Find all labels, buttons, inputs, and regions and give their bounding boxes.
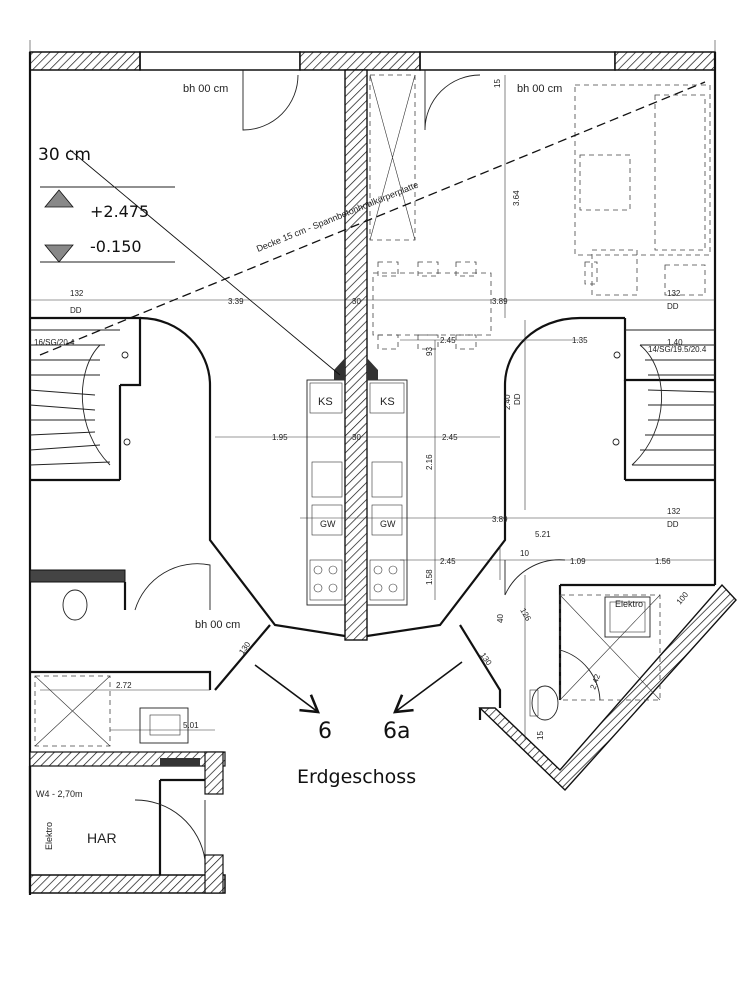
dim-242: 2.42 bbox=[588, 672, 602, 690]
interior-walls bbox=[28, 316, 715, 893]
kitchen-right bbox=[366, 358, 408, 606]
dishwasher-left: GW bbox=[320, 519, 336, 529]
dim-195: 1.95 bbox=[272, 433, 288, 442]
parapet-right: bh 00 cm bbox=[517, 83, 562, 95]
dim-93: 93 bbox=[425, 347, 434, 356]
dim-245-mid: 2.45 bbox=[442, 433, 458, 442]
dim-339: 3.39 bbox=[228, 297, 244, 306]
dim-389-mid: 3.89 bbox=[492, 515, 508, 524]
dim-dd-vert: DD bbox=[513, 393, 522, 405]
dim-521: 5.21 bbox=[535, 530, 551, 539]
dim-109: 1.09 bbox=[570, 557, 586, 566]
kitchen-left bbox=[306, 358, 346, 606]
dishwasher-right: GW bbox=[380, 519, 396, 529]
stair-left bbox=[29, 329, 131, 466]
level-marker: 30 cm +2.475 -0.150 bbox=[38, 145, 175, 263]
dim-132-mid: 132 bbox=[667, 507, 681, 516]
room-elektro-right: Elektro bbox=[615, 599, 643, 609]
dim-15b: 15 bbox=[536, 731, 545, 740]
stair-right-spec: 14/SG/19.5/20.4 bbox=[648, 345, 707, 354]
unit-6a-label: 6a bbox=[383, 719, 410, 744]
leader-line bbox=[69, 149, 341, 376]
dim-245-top: 2.45 bbox=[440, 336, 456, 345]
fridge-left: KS bbox=[318, 396, 333, 408]
room-har: HAR bbox=[87, 830, 117, 846]
exterior-walls bbox=[28, 51, 737, 895]
parapet-left: bh 00 cm bbox=[183, 83, 228, 95]
parapet-entry: bh 00 cm bbox=[195, 619, 240, 631]
dim-364: 3.64 bbox=[512, 190, 521, 206]
dim-dd-right: DD bbox=[667, 302, 679, 311]
stair-right bbox=[612, 329, 716, 466]
dim-245-low: 2.45 bbox=[440, 557, 456, 566]
level-upper-label: +2.475 bbox=[90, 202, 149, 221]
dim-30-top: 30 bbox=[352, 297, 361, 306]
ceiling-note: Decke 15 cm - Spannbetonhohlkörperplatte bbox=[255, 180, 420, 254]
dim-132-left: 132 bbox=[70, 289, 84, 298]
dim-501: 5.01 bbox=[183, 721, 199, 730]
unit-6a-arrow bbox=[393, 661, 463, 714]
dim-272: 2.72 bbox=[116, 681, 132, 690]
dim-132-right: 132 bbox=[667, 289, 681, 298]
unit-6-arrow bbox=[254, 664, 320, 714]
dim-126: 126 bbox=[518, 607, 533, 624]
dim-100: 100 bbox=[675, 590, 691, 606]
dimension-lines bbox=[29, 40, 716, 740]
dim-135: 1.35 bbox=[572, 336, 588, 345]
dim-10: 10 bbox=[520, 549, 529, 558]
stair-left-spec: 16/SG/20.4 bbox=[34, 338, 75, 347]
ceiling-slab-line bbox=[39, 81, 706, 356]
dimension-labels: 132 DD 3.39 30 3.89 132 DD 2.45 1.35 1.4… bbox=[34, 79, 707, 740]
storage-height: W4 - 2,70m bbox=[36, 789, 83, 799]
dim-140: 1.40 bbox=[667, 338, 683, 347]
level-up-icon bbox=[44, 189, 74, 208]
dim-130-left: 130 bbox=[237, 640, 252, 657]
dim-158: 1.58 bbox=[425, 569, 434, 585]
dim-dd-mid: DD bbox=[667, 520, 679, 529]
unit-6-label: 6 bbox=[318, 719, 332, 744]
fridge-right: KS bbox=[380, 396, 395, 408]
wall-thickness-label: 30 cm bbox=[38, 145, 91, 165]
dim-130-right: 130 bbox=[478, 651, 493, 668]
dim-15: 15 bbox=[493, 79, 502, 88]
furniture bbox=[34, 74, 711, 766]
dim-40: 40 bbox=[496, 614, 505, 623]
level-down-icon bbox=[44, 244, 74, 263]
level-lower-label: -0.150 bbox=[90, 237, 142, 256]
dim-30-mid: 30 bbox=[352, 433, 361, 442]
dim-240: 2.40 bbox=[503, 394, 512, 410]
dim-216: 2.16 bbox=[425, 454, 434, 470]
room-elektro-left: Elektro bbox=[44, 822, 54, 850]
dim-389-top: 3.89 bbox=[492, 297, 508, 306]
plan-title: Erdgeschoss bbox=[297, 766, 416, 788]
dim-156: 1.56 bbox=[655, 557, 671, 566]
dim-dd-left: DD bbox=[70, 306, 82, 315]
